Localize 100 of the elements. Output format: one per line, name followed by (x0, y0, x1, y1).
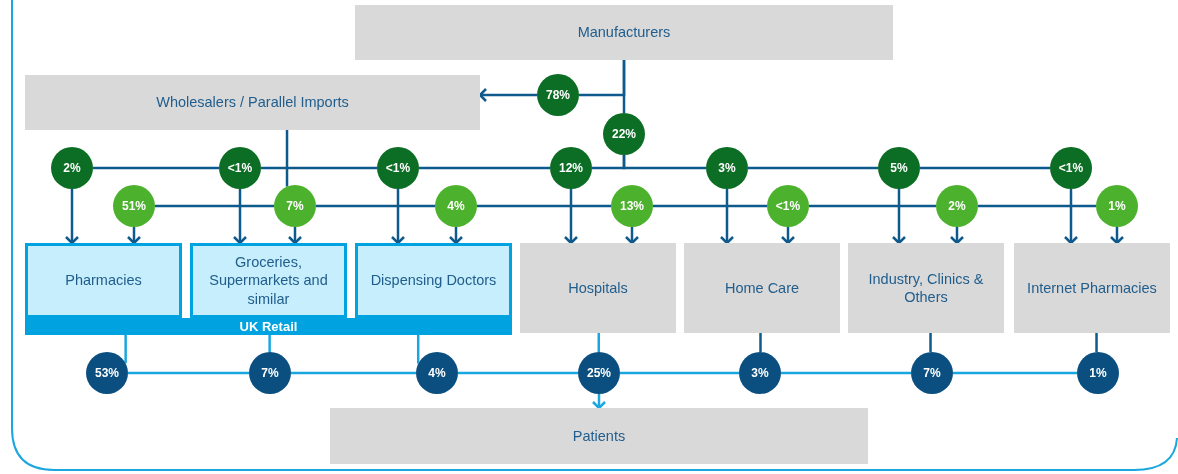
percentage-label: <1% (775, 199, 801, 213)
connector-line (809, 204, 936, 208)
percentage-circle (550, 147, 592, 189)
node-label: Industry, Clinics & Others (867, 269, 985, 307)
connector-line (620, 371, 739, 375)
process-box (25, 75, 480, 130)
band-label: UK Retail (238, 318, 299, 335)
percentage-circle (377, 147, 419, 189)
arrow (591, 394, 607, 410)
percentage-label: 7% (286, 199, 304, 213)
connector-line (953, 371, 1077, 375)
percentage-circle (113, 185, 155, 227)
percentage-label: 1% (1108, 199, 1126, 213)
percentage-label: 78% (546, 88, 570, 102)
connector-line (622, 60, 626, 113)
connector-line (929, 333, 932, 353)
process-box (520, 243, 676, 333)
percentage-label: 25% (587, 366, 611, 380)
process-box (330, 408, 868, 464)
percentage-label: 3% (751, 366, 769, 380)
node-label: Internet Pharmacies (1027, 278, 1157, 298)
percentage-label: 3% (718, 161, 736, 175)
node-label: Pharmacies (65, 271, 142, 290)
percentage-circle (435, 185, 477, 227)
node-label: Wholesalers / Parallel Imports (156, 93, 349, 112)
percentage-label: 51% (122, 199, 146, 213)
percentage-circle (603, 113, 645, 155)
percentage-label: 4% (447, 199, 465, 213)
percentage-label: 7% (923, 366, 941, 380)
arrow (287, 227, 303, 245)
arrow (780, 227, 796, 245)
connector-line (419, 166, 550, 170)
arrow (448, 227, 464, 245)
arrow (563, 189, 579, 245)
process-box (355, 5, 893, 60)
arrow (1063, 189, 1079, 245)
connector-line (759, 333, 762, 352)
arrow (232, 189, 248, 245)
percentage-circle (878, 147, 920, 189)
connector-line (128, 371, 249, 375)
percentage-label: 13% (620, 199, 644, 213)
connector-line (781, 371, 911, 375)
node-label: Manufacturers (577, 23, 671, 42)
percentage-circle (739, 352, 781, 394)
connector-line (268, 335, 271, 352)
percentage-label: 4% (428, 366, 446, 380)
arrow (719, 189, 735, 245)
percentage-circle (1050, 147, 1092, 189)
arrow (126, 227, 142, 245)
connector-line (93, 166, 219, 170)
connector-line (597, 333, 600, 352)
percentage-label: <1% (227, 161, 253, 175)
process-box (1014, 243, 1170, 333)
connector-line (261, 166, 377, 170)
connector-line (124, 335, 127, 364)
connector-line (477, 204, 611, 208)
retail-channel-box (355, 243, 512, 318)
percentage-circle (1077, 352, 1119, 394)
connector-line (978, 204, 1096, 208)
node-label: Hospitals (568, 278, 628, 298)
percentage-circle (936, 185, 978, 227)
node-label: Groceries, Supermarkets and similar (208, 253, 329, 308)
node-label: Dispensing Doctors (370, 271, 497, 290)
retail-band (25, 243, 512, 335)
percentage-label: 7% (261, 366, 279, 380)
percentage-circle (86, 352, 128, 394)
connector-line (653, 204, 767, 208)
percentage-label: 53% (95, 366, 119, 380)
arrow (624, 227, 640, 245)
percentage-label: 1% (1089, 366, 1107, 380)
node-label: Patients (572, 426, 626, 446)
retail-channel-box (25, 243, 182, 318)
percentage-circle (1096, 185, 1138, 227)
connector-line (622, 155, 706, 170)
connector-line (316, 204, 435, 208)
percentage-label: 2% (63, 161, 81, 175)
process-box (684, 243, 840, 333)
node-label: Home Care (724, 278, 800, 298)
connector-line (285, 130, 289, 187)
percentage-circle (611, 185, 653, 227)
arrow (891, 189, 907, 245)
percentage-circle (274, 185, 316, 227)
percentage-label: 12% (559, 161, 583, 175)
arrow (64, 189, 80, 245)
connector-line (748, 166, 878, 170)
percentage-circle (219, 147, 261, 189)
percentage-circle (911, 352, 953, 394)
arrow (390, 189, 406, 245)
connector-line (155, 204, 274, 208)
arrow (949, 227, 965, 245)
percentage-label: 2% (948, 199, 966, 213)
percentage-circle (578, 352, 620, 394)
percentage-circle (767, 185, 809, 227)
connector-line (1095, 333, 1098, 353)
percentage-label: <1% (1058, 161, 1084, 175)
percentage-circle (706, 147, 748, 189)
percentage-circle (249, 352, 291, 394)
arrow (1109, 227, 1125, 245)
percentage-circle (51, 147, 93, 189)
percentage-label: 22% (612, 127, 636, 141)
